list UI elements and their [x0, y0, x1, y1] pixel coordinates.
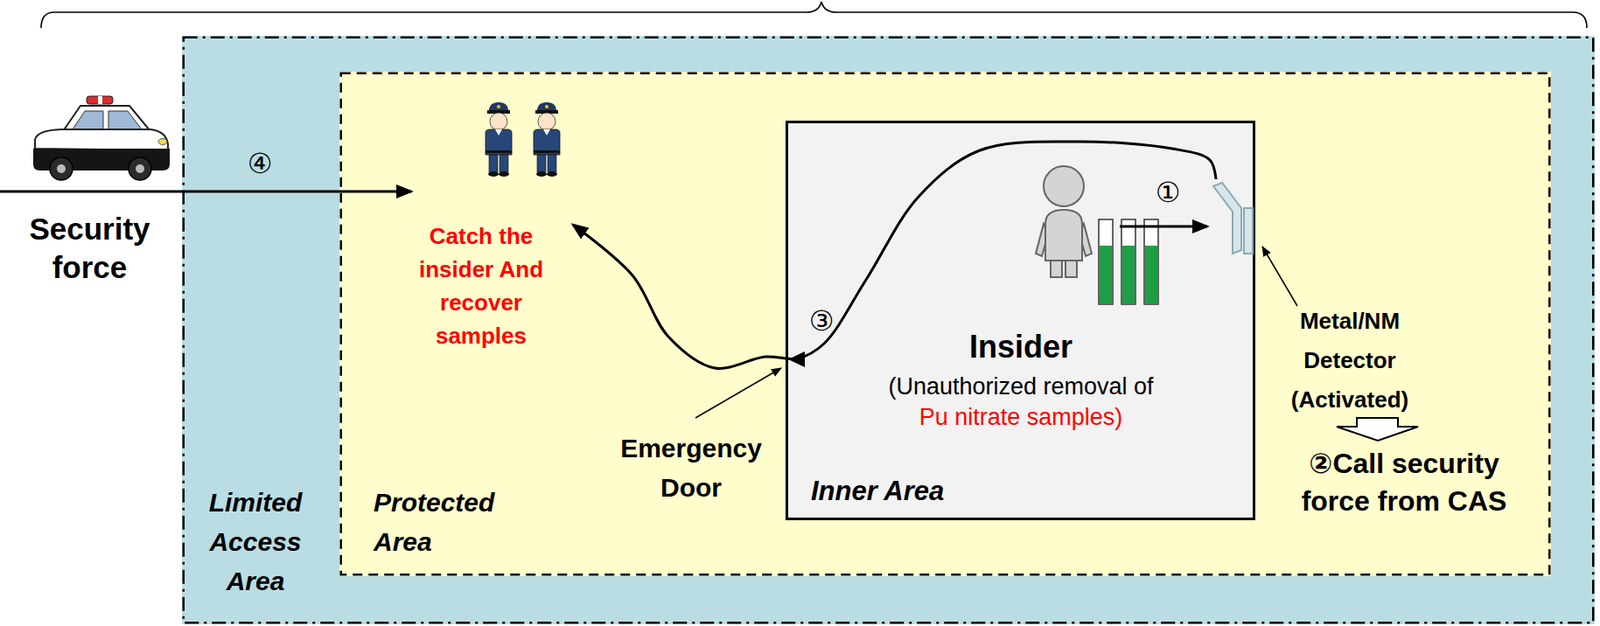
sample-tube: [1098, 219, 1113, 305]
police-car: [33, 96, 170, 181]
flow-arrow: [572, 141, 1216, 370]
police-officer: [485, 102, 512, 177]
officer-collar: [495, 129, 503, 136]
officer-leg: [547, 154, 557, 173]
car-headlight: [158, 139, 168, 146]
leader-line: [695, 368, 782, 419]
security-guards-node: Catch the insider And recover samples: [411, 100, 573, 355]
door-arrow-head: [788, 351, 805, 368]
officer-collar: [543, 129, 551, 136]
officer-badge: [496, 104, 501, 109]
insider-leg: [1065, 256, 1077, 278]
node-text: Catch the insider And recover samples: [411, 219, 552, 353]
officer-body: [485, 129, 512, 155]
leader-line: [1262, 246, 1298, 307]
officer-belt: [533, 150, 560, 154]
inner-area: Inner AreaInsider(Unauthorized removal o…: [785, 120, 1256, 521]
sample-liquid: [1145, 245, 1158, 304]
detector-panel: [1213, 182, 1242, 254]
top-bracket: [41, 1, 1587, 28]
insider-body: [1045, 209, 1083, 261]
node-text: Pu nitrate samples): [863, 402, 1179, 434]
insider-node: Insider(Unauthorized removal ofPu nitrat…: [866, 157, 1120, 438]
officer-leg: [489, 154, 498, 173]
security-force-node: Security force: [0, 91, 180, 285]
car-wheel: [128, 157, 152, 181]
protected-area: Protected Area Catch the insider And reco…: [339, 71, 1552, 577]
car-hub: [56, 164, 66, 174]
officer-cap: [489, 102, 509, 112]
car-body-top: [34, 129, 168, 151]
sample-tube: [1121, 219, 1136, 305]
hollow-down-arrow: [1336, 418, 1419, 441]
officer-body: [533, 129, 560, 155]
officer-shoe: [546, 171, 558, 177]
limited-access-area: Limited Access Area Protected Area Catch t…: [181, 35, 1595, 625]
insider-leg: [1050, 256, 1063, 278]
officer-shoe: [498, 171, 510, 177]
car-cabin: [62, 105, 151, 132]
connector-layer: [0, 141, 1216, 370]
node-text: Insider: [863, 328, 1179, 367]
car-light: [97, 96, 103, 105]
flow-arrow: [0, 190, 412, 194]
car-body-bottom: [33, 148, 170, 171]
officer-face: [489, 112, 508, 131]
node-text: Limited Access Area: [194, 482, 317, 601]
area-border: [341, 73, 1551, 576]
sample-liquid: [1122, 245, 1135, 304]
officer-cap-brim: [487, 110, 511, 114]
officer-cap: [537, 102, 557, 112]
police-officer: [533, 102, 560, 177]
detector-node: Metal/NM Detector (Activated): [1207, 179, 1435, 420]
insider-arm: [1079, 223, 1092, 257]
detector-gate: [1213, 182, 1253, 254]
detector-post: [1243, 208, 1253, 254]
car-window: [108, 111, 142, 130]
sample-tube: [1144, 219, 1159, 305]
officer-leg: [537, 154, 546, 173]
car-window: [72, 111, 104, 130]
insider-figure: [1035, 166, 1092, 278]
node-text: Metal/NM Detector (Activated): [1279, 301, 1420, 420]
car-hub: [135, 164, 145, 174]
officer-badge: [544, 104, 549, 109]
node-text: Protected Area: [373, 482, 532, 562]
car-wheel: [49, 157, 73, 181]
insider-arm: [1035, 223, 1049, 257]
flow-arrow: [1119, 225, 1208, 229]
car-light: [86, 96, 113, 105]
officer-belt: [485, 150, 512, 154]
node-text: (Unauthorized removal of: [863, 371, 1179, 403]
area-border: [183, 37, 1594, 624]
officer-cap-brim: [535, 110, 559, 114]
sample-liquid: [1099, 245, 1112, 304]
node-text: Inner Area: [810, 474, 1074, 510]
node-text: Security force: [0, 209, 180, 287]
officer-shoe: [488, 171, 499, 177]
sample-tubes: [1098, 219, 1159, 305]
insider-head: [1043, 166, 1084, 207]
officer-leg: [499, 154, 509, 173]
officer-shoe: [536, 171, 547, 177]
officer-face: [537, 112, 556, 131]
